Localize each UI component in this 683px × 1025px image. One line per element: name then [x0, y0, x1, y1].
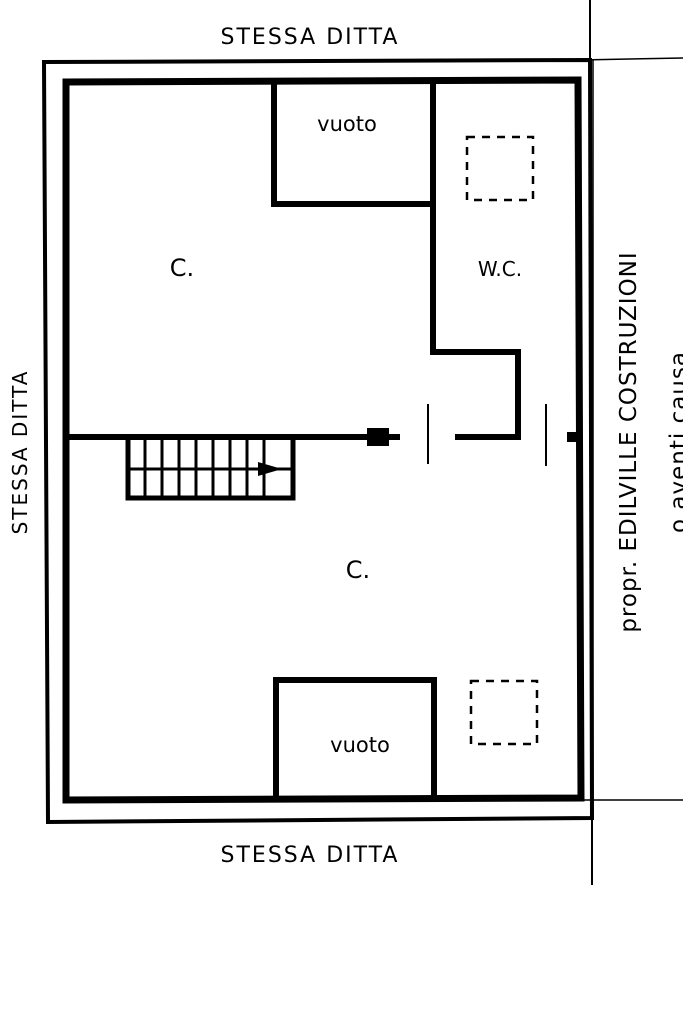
wc-walls	[430, 82, 521, 440]
lower-void-label: vuoto	[330, 733, 390, 757]
wc-label: W.C.	[478, 257, 522, 281]
right-neighbor-partial-label: o aventi causa	[666, 351, 683, 533]
upper-room-label: C.	[170, 254, 194, 282]
upper-void-label: vuoto	[317, 112, 377, 136]
lower-dashed-fixture	[469, 679, 539, 746]
lower-room-label: C.	[346, 556, 370, 584]
bottom-neighbor-label: STESSA DITTA	[221, 843, 400, 868]
top-neighbor-label: STESSA DITTA	[221, 25, 400, 50]
left-neighbor-label: STESSA DITTA	[8, 370, 32, 535]
exterior-wall	[62, 76, 585, 804]
right-partition-stub	[567, 432, 577, 442]
staircase	[125, 437, 296, 501]
partition-post	[367, 428, 389, 446]
property-boundary	[41, 0, 683, 885]
stair-arrow-icon	[258, 462, 282, 476]
right-neighbor-label: propr. EDILVILLE COSTRUZIONI	[616, 251, 642, 632]
upper-dashed-fixture	[465, 135, 535, 202]
lower-void-walls	[273, 677, 437, 798]
upper-void-walls	[271, 82, 433, 207]
